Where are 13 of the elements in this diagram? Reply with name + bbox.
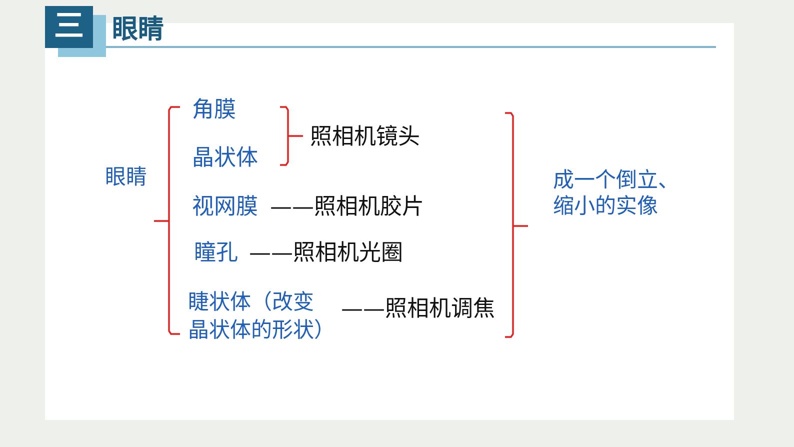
topic-label: 眼睛 [105,165,147,191]
eye-part-label: 晶状体 [192,146,258,172]
eye-part-label: 角膜 [192,98,236,124]
camera-part-label: 照相机镜头 [310,124,420,152]
section-title: 眼睛 [112,16,164,46]
eye-part-label: 视网膜 [192,194,258,222]
eye-part-label: 瞳孔 [194,240,238,268]
camera-part-label: ——照相机调焦 [341,296,495,324]
camera-part-label: ——照相机光圈 [249,240,403,268]
image-result-label: 成一个倒立、缩小的实像 [553,167,680,219]
section-number-badge: 三 [45,6,93,48]
eye-part-label: 睫状体（改变晶状体的形状） [188,289,336,344]
camera-part-label: ——照相机胶片 [270,194,424,222]
